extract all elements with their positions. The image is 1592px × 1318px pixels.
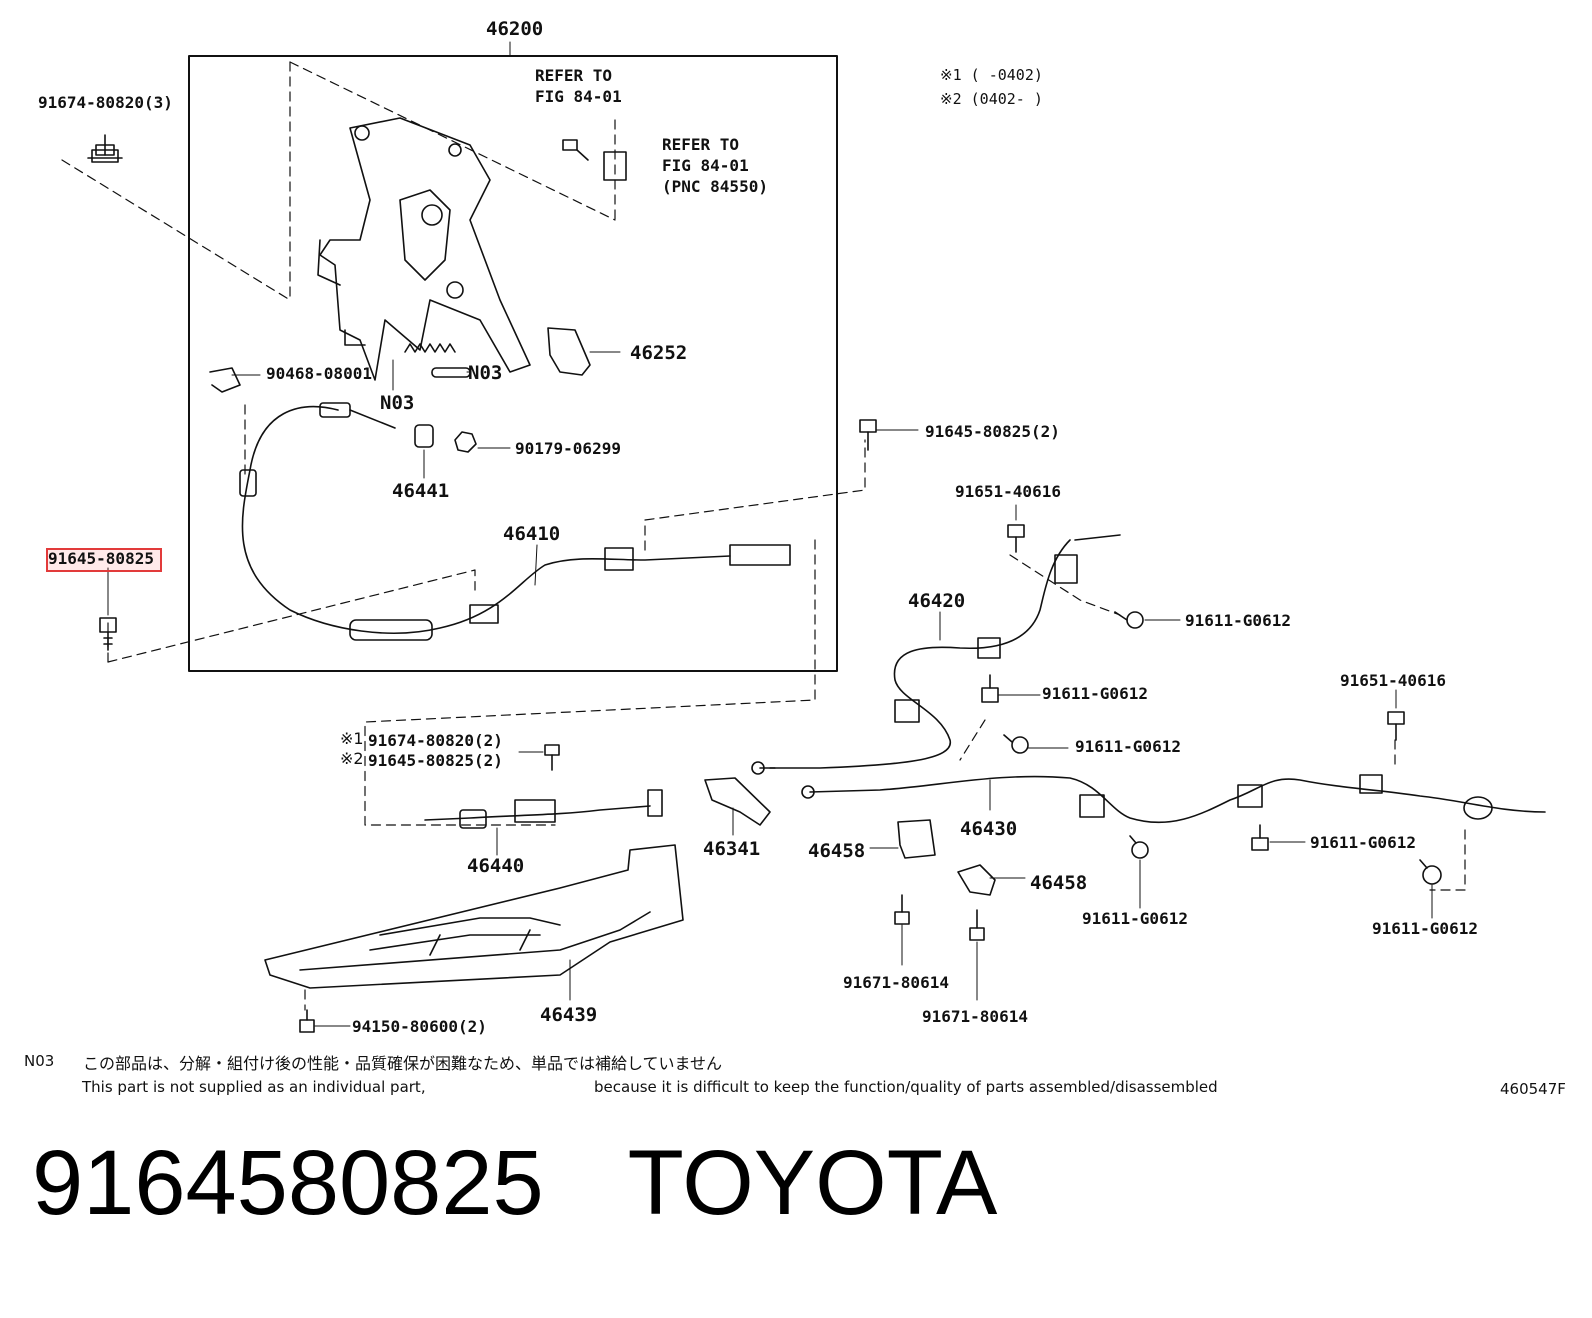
nut <box>454 431 477 453</box>
bolt-icon <box>1114 611 1144 629</box>
legend-line-1: ※1 ( -0402) <box>940 66 1043 84</box>
clip <box>209 367 241 393</box>
clip-46458b <box>957 864 996 896</box>
bolt-icon <box>859 419 877 451</box>
cable-46430 <box>801 774 1546 824</box>
bolt-icon <box>1419 859 1442 885</box>
refer-2-line-1: REFER TO <box>662 135 740 154</box>
title-part-number: 9164580825 <box>32 1132 544 1234</box>
dashed-guides <box>61 61 1466 1011</box>
note-english-a: This part is not supplied as an individu… <box>82 1078 426 1096</box>
bushing <box>414 424 434 448</box>
leader-lines <box>107 41 1433 1027</box>
mark-1: ※1 <box>340 729 364 748</box>
figure-code: 460547F <box>1500 1080 1566 1098</box>
clip-46458a <box>897 819 936 859</box>
refer-2-line-2: FIG 84-01 <box>662 156 749 175</box>
label-91645-80825-highlighted[interactable]: 91645-80825 <box>48 549 154 568</box>
label-91611-g0612-d: 91611-G0612 <box>1310 833 1416 852</box>
label-91645-80825-2: 91645-80825(2) <box>925 422 1060 441</box>
label-91645-80825-2-b: 91645-80825(2) <box>368 751 503 770</box>
pin <box>431 367 471 378</box>
bolt-icon <box>99 617 117 651</box>
refer-1-line-1: REFER TO <box>535 66 613 85</box>
note-english-b: because it is difficult to keep the func… <box>594 1078 1218 1096</box>
label-91671-80614-a: 91671-80614 <box>843 973 949 992</box>
label-91674-80820-3: 91674-80820(3) <box>38 93 173 112</box>
cable-46410 <box>239 402 791 641</box>
label-46458-a: 46458 <box>808 840 866 862</box>
bolt-icon <box>544 744 560 771</box>
bracket-ref <box>603 151 627 181</box>
bolt-icon <box>969 909 985 941</box>
label-91611-g0612-c: 91611-G0612 <box>1075 737 1181 756</box>
bolt-icon <box>1129 835 1149 859</box>
label-n03-pin: N03 <box>468 362 503 384</box>
heat-shield <box>264 844 684 989</box>
label-91611-g0612-f: 91611-G0612 <box>1372 919 1478 938</box>
return-spring <box>404 343 456 353</box>
label-46200: 46200 <box>486 18 544 40</box>
pedal-bracket <box>317 117 531 381</box>
refer-2-line-3: (PNC 84550) <box>662 177 768 196</box>
bracket-46341 <box>704 777 771 826</box>
bolt-icon <box>1387 711 1405 741</box>
label-91651-40616-b: 91651-40616 <box>1340 671 1446 690</box>
assembly-frame <box>188 55 838 672</box>
label-46341: 46341 <box>703 838 761 860</box>
refer-1-line-2: FIG 84-01 <box>535 87 622 106</box>
label-46420: 46420 <box>908 590 966 612</box>
title-brand: TOYOTA <box>627 1132 998 1234</box>
label-94150-80600-2: 94150-80600(2) <box>352 1017 487 1036</box>
legend-line-2: ※2 (0402- ) <box>940 90 1043 108</box>
bolt-icon <box>1007 524 1025 553</box>
label-46410: 46410 <box>503 523 561 545</box>
label-n03-spring: N03 <box>380 392 415 414</box>
label-46458-b: 46458 <box>1030 872 1088 894</box>
cable-46420 <box>751 534 1121 775</box>
label-91674-80820-2: 91674-80820(2) <box>368 731 503 750</box>
bolt-icon <box>1003 734 1029 754</box>
label-46441: 46441 <box>392 480 450 502</box>
label-91611-g0612-b: 91611-G0612 <box>1042 684 1148 703</box>
label-90179-06299: 90179-06299 <box>515 439 621 458</box>
label-90468-08001: 90468-08001 <box>266 364 372 383</box>
bolt-icon <box>299 1009 315 1033</box>
highlight-box <box>46 548 162 572</box>
note-japanese: この部品は、分解・組付け後の性能・品質確保が困難なため、単品では補給していません <box>83 1054 723 1073</box>
bolt-icon <box>981 674 999 703</box>
bolt-icon <box>1251 824 1269 851</box>
label-91611-g0612-e: 91611-G0612 <box>1082 909 1188 928</box>
bolt-icon <box>562 139 589 161</box>
diagram-linework <box>61 41 1546 1033</box>
label-46430: 46430 <box>960 818 1018 840</box>
label-91671-80614-b: 91671-80614 <box>922 1007 1028 1026</box>
label-46439: 46439 <box>540 1004 598 1026</box>
label-91651-40616-a: 91651-40616 <box>955 482 1061 501</box>
page-title: 9164580825 TOYOTA <box>32 1128 997 1238</box>
mark-2: ※2 <box>340 749 364 768</box>
label-91611-g0612-a: 91611-G0612 <box>1185 611 1291 630</box>
note-code: N03 <box>24 1052 55 1070</box>
bolt-icon <box>87 134 123 163</box>
cable-46440 <box>424 789 663 829</box>
label-46440: 46440 <box>467 855 525 877</box>
label-46252: 46252 <box>630 342 688 364</box>
stopper <box>547 327 591 376</box>
bolt-icon <box>894 894 910 925</box>
